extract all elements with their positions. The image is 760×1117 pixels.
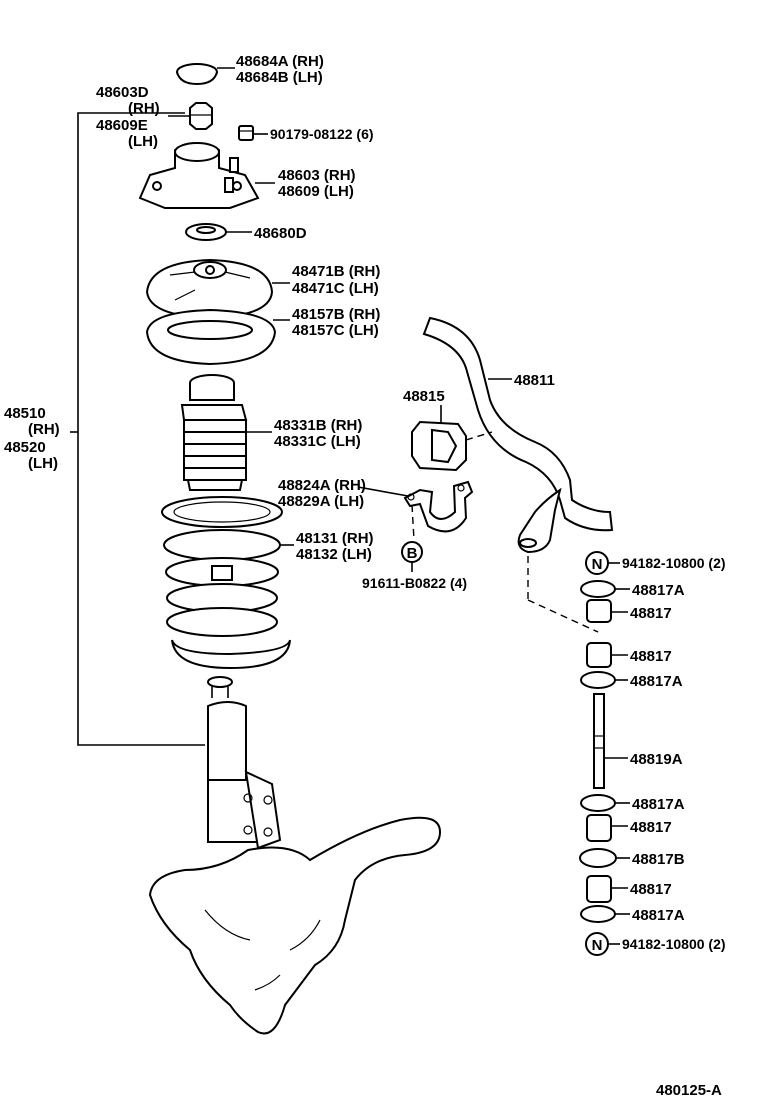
cushion-1-label: 48817 — [630, 605, 672, 622]
retainer-a-2-label: 48817A — [630, 673, 683, 690]
bolt-b-label: 91611-B0822 (4) — [362, 575, 467, 591]
retainer-b-label: 48817B — [632, 851, 685, 868]
support-lh-label: 48609 (LH) — [278, 183, 354, 200]
nut-link-top-label: 94182-10800 (2) — [622, 555, 726, 571]
nut-lh-tag-label: (LH) — [128, 133, 158, 150]
bracket-lh-label: 48829A (LH) — [278, 493, 364, 510]
b-marker-text: B — [407, 545, 418, 562]
nut-rh-tag-label: (RH) — [128, 100, 160, 117]
insulator-part — [145, 308, 290, 366]
strut-tag-rh-label: (RH) — [28, 421, 60, 438]
retainer-4 — [579, 848, 617, 868]
strut-code-rh-label: 48510 — [4, 405, 46, 422]
retainer-5 — [580, 905, 616, 923]
cap-lh-label: 48684B (LH) — [236, 69, 323, 86]
bracket-rh-label: 48824A (RH) — [278, 477, 366, 494]
support-rh-label: 48603 (RH) — [278, 167, 356, 184]
small-nut-part — [238, 125, 268, 141]
cushion-3 — [586, 814, 612, 842]
bump-boot-part — [180, 374, 272, 491]
bolt-label: 90179-08122 (6) — [270, 126, 374, 142]
seat-upper-rh-label: 48471B (RH) — [292, 263, 380, 280]
retainer-a-1-label: 48817A — [632, 582, 685, 599]
n-marker-bottom: N — [585, 932, 609, 956]
b-marker: B — [401, 541, 423, 572]
retainer-3 — [580, 794, 616, 812]
nut-lh-code-label: 48609E — [96, 117, 148, 134]
n-marker-top-text: N — [592, 556, 603, 573]
insulator-lh-label: 48157C (LH) — [292, 322, 379, 339]
cushion-2-label: 48817 — [630, 648, 672, 665]
boot-rh-label: 48331B (RH) — [274, 417, 362, 434]
spring-lh-label: 48132 (LH) — [296, 546, 372, 563]
upper-spring-seat-part — [145, 258, 290, 320]
strut-tag-lh-label: (LH) — [28, 455, 58, 472]
link-label: 48819A — [630, 751, 683, 768]
spring-rh-label: 48131 (RH) — [296, 530, 374, 547]
stabilizer-bar-label: 48811 — [514, 372, 555, 389]
figure-code-label: 480125-A — [656, 1082, 722, 1099]
dust-cap-part — [176, 63, 235, 86]
cap-rh-label: 48684A (RH) — [236, 53, 324, 70]
shock-absorber-part — [207, 676, 282, 850]
steering-knuckle-part — [148, 816, 442, 1035]
bushing-label: 48815 — [403, 388, 445, 405]
n-marker-bottom-text: N — [592, 937, 603, 954]
bushing-bracket-part — [357, 480, 474, 541]
retainer-1 — [580, 580, 616, 598]
bearing-part — [185, 223, 252, 241]
bearing-label: 48680D — [254, 225, 307, 242]
cushion-4-label: 48817 — [630, 881, 672, 898]
nut-rh-code-label: 48603D — [96, 84, 149, 101]
strut-assembly-bracket — [70, 112, 205, 746]
stabilizer-link-stack: N N — [527, 551, 630, 956]
link-rod — [593, 693, 605, 789]
nut-link-bottom-label: 94182-10800 (2) — [622, 936, 726, 952]
n-marker-top: N — [585, 551, 609, 575]
suspension-support-part — [138, 142, 275, 209]
stabilizer-bushing-part — [411, 405, 493, 472]
boot-lh-label: 48331C (LH) — [274, 433, 361, 450]
seat-upper-lh-label: 48471C (LH) — [292, 280, 379, 297]
cushion-1 — [586, 599, 612, 623]
stabilizer-bar-part — [422, 316, 614, 554]
cushion-2 — [586, 642, 612, 668]
cushion-3-label: 48817 — [630, 819, 672, 836]
lock-nut-part — [168, 102, 213, 130]
retainer-a-4-label: 48817A — [632, 907, 685, 924]
retainer-2 — [580, 671, 616, 689]
coil-spring-part — [161, 496, 294, 670]
retainer-a-3-label: 48817A — [632, 796, 685, 813]
insulator-rh-label: 48157B (RH) — [292, 306, 380, 323]
strut-code-lh-label: 48520 — [4, 439, 46, 456]
cushion-4 — [586, 875, 612, 903]
